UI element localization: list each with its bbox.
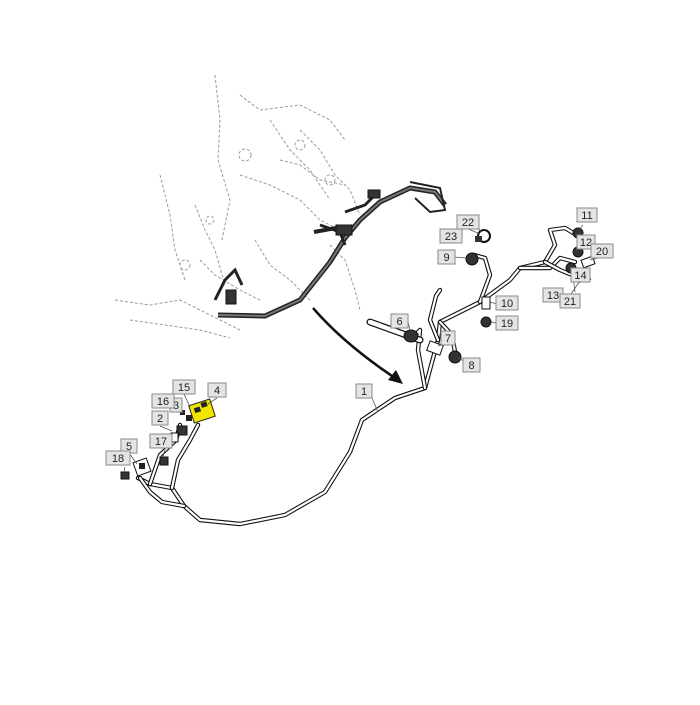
callout-number: 7: [445, 333, 451, 345]
callout-20[interactable]: 20: [590, 243, 614, 259]
callout-19[interactable]: 19: [495, 315, 519, 331]
callout-box: [576, 207, 598, 223]
callout-21[interactable]: 21: [559, 293, 581, 309]
callout-box: [440, 330, 456, 346]
callout-7[interactable]: 7: [440, 330, 456, 346]
callout-1[interactable]: 1: [355, 383, 373, 399]
highlighted-component-4: [188, 398, 216, 424]
callout-box: [151, 410, 169, 426]
callout-22[interactable]: 22: [456, 214, 480, 230]
callout-box: [207, 382, 227, 398]
callout-10[interactable]: 10: [495, 295, 519, 311]
callout-13[interactable]: 13: [542, 287, 564, 303]
direction-arrow: [312, 307, 403, 384]
callout-5[interactable]: 5: [120, 438, 138, 454]
callout-15[interactable]: 15: [172, 379, 196, 395]
callout-box: [462, 357, 481, 373]
callout-number: 22: [462, 217, 474, 229]
callout-box: [559, 293, 581, 309]
callout-number: 12: [580, 237, 592, 249]
callout-number: 17: [155, 436, 167, 448]
callout-number: 5: [126, 441, 132, 453]
callout-number: 18: [112, 453, 124, 465]
callout-box: [495, 295, 519, 311]
callout-9[interactable]: 9: [437, 249, 456, 265]
callout-box: [390, 313, 409, 329]
callout-number: 1: [361, 386, 367, 398]
main-harness: [135, 225, 585, 527]
callout-number: 4: [214, 385, 220, 397]
vehicle-frame-ghost: [114, 74, 361, 339]
callout-box: [105, 450, 131, 466]
callout-number: 14: [574, 270, 586, 282]
callout-number: 9: [443, 252, 449, 264]
callout-number: 23: [445, 231, 457, 243]
callout-number: 10: [501, 298, 513, 310]
callout-box: [570, 267, 591, 283]
callout-number: 2: [157, 413, 163, 425]
callout-box: [590, 243, 614, 259]
callout-box: [439, 228, 463, 244]
callout-17[interactable]: 17: [149, 433, 173, 449]
callout-box: [437, 249, 456, 265]
callout-number: 21: [564, 296, 576, 308]
callout-14[interactable]: 14: [570, 267, 591, 283]
callout-2[interactable]: 2: [151, 410, 169, 426]
callout-number: 13: [547, 290, 559, 302]
callout-box: [456, 214, 480, 230]
callout-23[interactable]: 23: [439, 228, 463, 244]
callout-box: [151, 393, 175, 409]
callout-number: 15: [178, 382, 190, 394]
callout-18[interactable]: 18: [105, 450, 131, 466]
callout-box: [149, 433, 173, 449]
callout-box: [495, 315, 519, 331]
connectors: [120, 227, 596, 480]
callout-box: [355, 383, 373, 399]
callout-number: 6: [396, 316, 402, 328]
callout-number: 19: [501, 318, 513, 330]
callout-4[interactable]: 4: [207, 382, 227, 398]
callout-number: 11: [581, 210, 592, 222]
callout-number: 3: [173, 400, 179, 412]
callout-number: 20: [596, 246, 608, 258]
callout-number: 8: [468, 360, 474, 372]
callout-number: 16: [157, 396, 169, 408]
callout-11[interactable]: 11: [576, 207, 598, 223]
callout-box: [172, 379, 196, 395]
installed-harness: [213, 181, 447, 319]
callout-16[interactable]: 16: [151, 393, 175, 409]
callout-6[interactable]: 6: [390, 313, 409, 329]
callout-8[interactable]: 8: [462, 357, 481, 373]
